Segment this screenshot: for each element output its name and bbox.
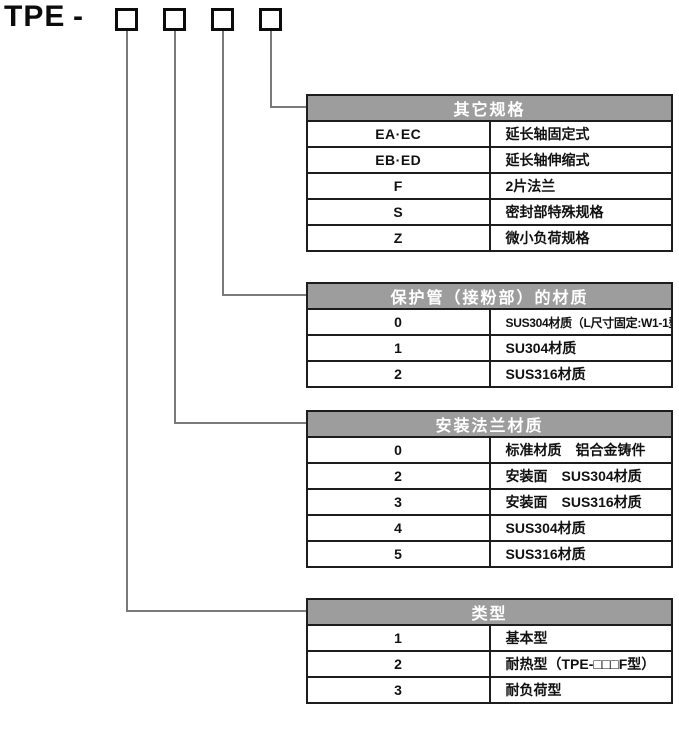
desc-cell: 安装面 SUS304材质 bbox=[488, 462, 673, 490]
table-row: 5 SUS316材质 bbox=[306, 540, 673, 568]
table-row: F 2片法兰 bbox=[306, 172, 673, 200]
desc-cell: 基本型 bbox=[488, 624, 673, 652]
code-cell: 4 bbox=[306, 514, 491, 542]
table-row: EB·ED 延长轴伸缩式 bbox=[306, 146, 673, 174]
code-cell: 1 bbox=[306, 624, 491, 652]
table-row: 4 SUS304材质 bbox=[306, 514, 673, 542]
desc-cell: 密封部特殊规格 bbox=[488, 198, 673, 226]
table-row: 0 SUS304材质（L尺寸固定:W1-1型叶片L-150mm） bbox=[306, 308, 673, 336]
table-protection-tube-material: 保护管（接粉部）的材质 0 SUS304材质（L尺寸固定:W1-1型叶片L-15… bbox=[306, 282, 673, 388]
digit-box-1 bbox=[115, 8, 138, 31]
table-row: 2 耐热型（TPE-□□□F型） bbox=[306, 650, 673, 678]
desc-cell: SUS316材质 bbox=[488, 360, 673, 388]
connector-line-digit4 bbox=[270, 31, 307, 108]
table-row: 3 耐负荷型 bbox=[306, 676, 673, 704]
code-cell: 2 bbox=[306, 360, 491, 388]
table-header-mounting-flange-material: 安装法兰材质 bbox=[306, 410, 673, 438]
connector-line-digit1 bbox=[126, 31, 307, 612]
table-header-type: 类型 bbox=[306, 598, 673, 626]
desc-cell: 耐热型（TPE-□□□F型） bbox=[488, 650, 673, 678]
table-row: Z 微小负荷规格 bbox=[306, 224, 673, 252]
desc-cell: SU304材质 bbox=[488, 334, 673, 362]
desc-cell: SUS304材质（L尺寸固定:W1-1型叶片L-150mm） bbox=[488, 308, 673, 336]
code-cell: 2 bbox=[306, 462, 491, 490]
desc-cell: 微小负荷规格 bbox=[488, 224, 673, 252]
table-other-specs: 其它规格 EA·EC 延长轴固定式 EB·ED 延长轴伸缩式 F 2片法兰 S … bbox=[306, 94, 673, 252]
table-row: 0 标准材质 铝合金铸件 bbox=[306, 436, 673, 464]
desc-cell: SUS316材质 bbox=[488, 540, 673, 568]
digit-box-3 bbox=[211, 8, 234, 31]
desc-cell: 延长轴伸缩式 bbox=[488, 146, 673, 174]
table-header-protection-tube-material: 保护管（接粉部）的材质 bbox=[306, 282, 673, 310]
code-cell: 0 bbox=[306, 436, 491, 464]
desc-cell: 标准材质 铝合金铸件 bbox=[488, 436, 673, 464]
digit-box-4 bbox=[259, 8, 282, 31]
desc-cell: 耐负荷型 bbox=[488, 676, 673, 704]
table-row: 1 SU304材质 bbox=[306, 334, 673, 362]
table-row: 1 基本型 bbox=[306, 624, 673, 652]
code-cell: 0 bbox=[306, 308, 491, 336]
table-row: 3 安装面 SUS316材质 bbox=[306, 488, 673, 516]
desc-cell: 延长轴固定式 bbox=[488, 120, 673, 148]
code-cell: 3 bbox=[306, 488, 491, 516]
code-cell: Z bbox=[306, 224, 491, 252]
table-row: EA·EC 延长轴固定式 bbox=[306, 120, 673, 148]
model-separator: - bbox=[73, 0, 83, 33]
code-cell: 5 bbox=[306, 540, 491, 568]
model-prefix-text: TPE bbox=[4, 0, 66, 33]
code-cell: EA·EC bbox=[306, 120, 491, 148]
code-cell: S bbox=[306, 198, 491, 226]
connector-line-digit2 bbox=[174, 31, 307, 424]
code-cell: F bbox=[306, 172, 491, 200]
table-row: 2 SUS316材质 bbox=[306, 360, 673, 388]
desc-cell: 2片法兰 bbox=[488, 172, 673, 200]
desc-cell: 安装面 SUS316材质 bbox=[488, 488, 673, 516]
connector-line-digit3 bbox=[222, 31, 307, 296]
table-type: 类型 1 基本型 2 耐热型（TPE-□□□F型） 3 耐负荷型 bbox=[306, 598, 673, 704]
code-cell: 1 bbox=[306, 334, 491, 362]
code-cell: 2 bbox=[306, 650, 491, 678]
desc-cell: SUS304材质 bbox=[488, 514, 673, 542]
table-row: 2 安装面 SUS304材质 bbox=[306, 462, 673, 490]
digit-box-2 bbox=[163, 8, 186, 31]
table-header-other-specs: 其它规格 bbox=[306, 94, 673, 122]
code-cell: EB·ED bbox=[306, 146, 491, 174]
code-cell: 3 bbox=[306, 676, 491, 704]
table-row: S 密封部特殊规格 bbox=[306, 198, 673, 226]
table-mounting-flange-material: 安装法兰材质 0 标准材质 铝合金铸件 2 安装面 SUS304材质 3 安装面… bbox=[306, 410, 673, 568]
